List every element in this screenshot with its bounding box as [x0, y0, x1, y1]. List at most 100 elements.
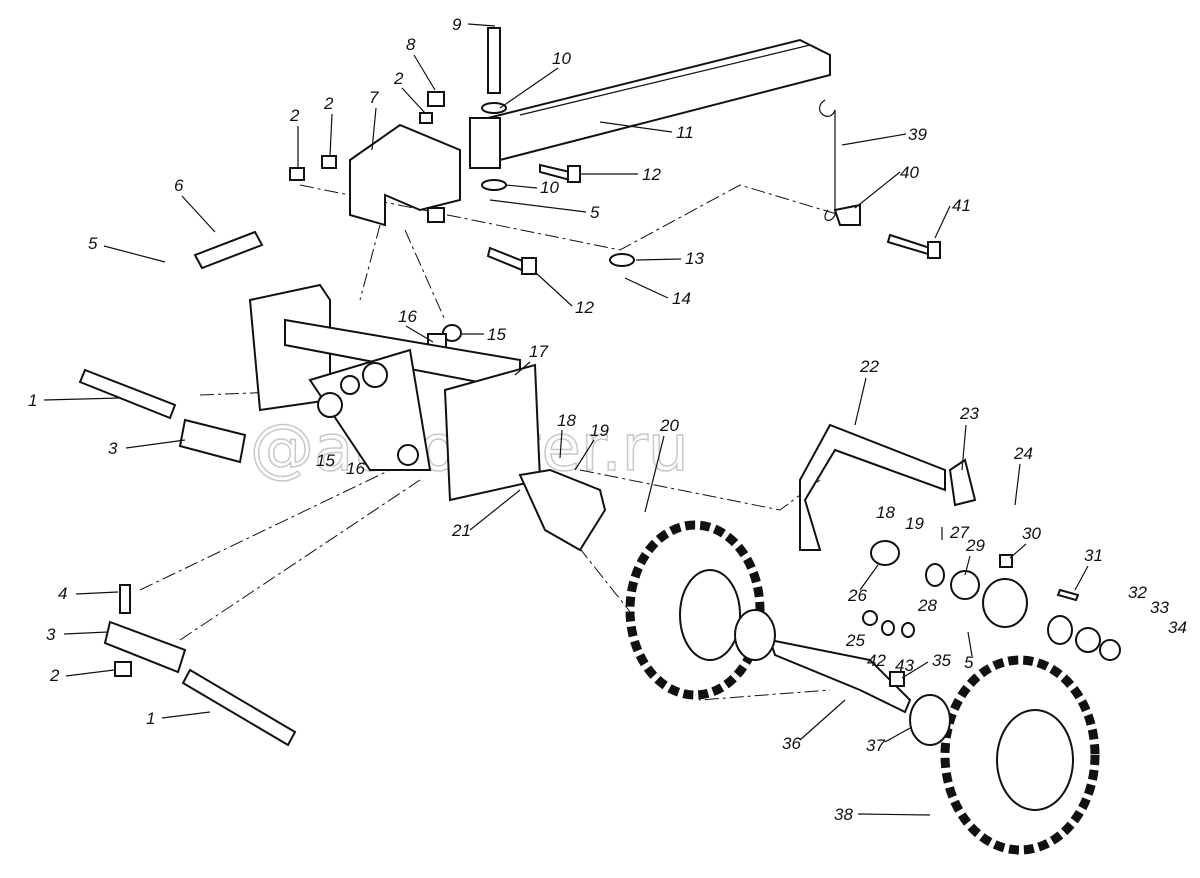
pin	[487, 27, 501, 94]
leader-line	[559, 429, 563, 459]
leader-line	[854, 171, 901, 209]
callout-18: 18	[557, 411, 576, 430]
drawbar-beam	[478, 38, 831, 162]
support-arm	[518, 468, 607, 552]
callout-25: 25	[845, 631, 865, 650]
callout-43: 43	[895, 656, 914, 675]
callout-3: 3	[46, 625, 56, 644]
callout-12: 12	[575, 298, 594, 317]
callout-42: 42	[867, 651, 886, 670]
leader-line	[901, 661, 929, 679]
mudguard-bracket	[799, 423, 946, 551]
leader-line	[859, 564, 879, 591]
leader-line	[1014, 463, 1021, 506]
leader-line	[469, 489, 521, 531]
callout-30: 30	[1022, 524, 1041, 543]
leader-line	[371, 107, 377, 151]
leader-line	[63, 631, 109, 635]
leader-line	[967, 631, 973, 657]
callout-16: 16	[346, 459, 365, 478]
leader-line	[43, 397, 121, 401]
callout-32: 32	[1128, 583, 1147, 602]
callout-37: 37	[866, 736, 885, 755]
callout-29: 29	[965, 536, 985, 555]
callout-19: 19	[590, 421, 609, 440]
leader-line	[934, 205, 951, 239]
leader-line	[857, 813, 931, 816]
callout-39: 39	[908, 125, 927, 144]
callout-12: 12	[642, 165, 661, 184]
callout-4: 4	[58, 584, 67, 603]
callout-10: 10	[552, 49, 571, 68]
leader-line	[841, 133, 907, 146]
callout-34: 34	[1168, 618, 1187, 637]
callout-13: 13	[685, 249, 704, 268]
callout-15: 15	[316, 451, 335, 470]
callout-26: 26	[847, 586, 867, 605]
leader-line	[65, 669, 115, 677]
leader-line	[635, 258, 682, 261]
callout-28: 28	[917, 596, 937, 615]
callout-31: 31	[1084, 546, 1103, 565]
callout-35: 35	[932, 651, 951, 670]
callout-18: 18	[876, 503, 895, 522]
axle-pins-left	[78, 368, 297, 747]
callout-8: 8	[406, 35, 416, 54]
callout-10: 10	[540, 178, 559, 197]
stub-axle	[768, 638, 912, 714]
callout-16: 16	[398, 307, 417, 326]
leader-line	[1009, 543, 1027, 559]
wheel-left	[625, 520, 776, 700]
callout-38: 38	[834, 805, 853, 824]
leader-line	[854, 377, 867, 426]
leader-line	[405, 325, 434, 343]
callout-40: 40	[900, 163, 919, 182]
leader-line	[514, 361, 531, 376]
callout-2: 2	[323, 94, 334, 113]
leader-line	[534, 271, 573, 307]
leader-line	[161, 711, 211, 719]
leader-line	[964, 555, 971, 576]
fasteners	[289, 91, 635, 353]
leader-line	[125, 439, 186, 449]
leader-line	[413, 54, 436, 91]
pin-6	[193, 230, 264, 270]
leader-line	[75, 591, 119, 595]
leader-line	[961, 424, 967, 471]
leader-line	[799, 699, 846, 741]
leader-line	[467, 23, 496, 27]
leader-line	[329, 113, 333, 157]
callout-1: 1	[28, 391, 37, 410]
leader-line	[574, 439, 595, 471]
callout-9: 9	[452, 15, 462, 34]
leader-line	[599, 121, 673, 133]
leader-line	[499, 67, 559, 109]
callout-36: 36	[782, 734, 801, 753]
nut-35	[889, 671, 905, 687]
callout-14: 14	[672, 289, 691, 308]
callout-22: 22	[859, 357, 879, 376]
leader-line	[181, 195, 216, 233]
callout-21: 21	[451, 521, 471, 540]
leader-line	[644, 435, 665, 513]
wheel-right	[909, 655, 1100, 855]
callout-33: 33	[1150, 598, 1169, 617]
bolts	[486, 163, 941, 275]
spring-pin	[818, 99, 836, 222]
callout-1: 1	[146, 709, 155, 728]
callout-3: 3	[108, 439, 118, 458]
callout-2: 2	[49, 666, 60, 685]
callout-2: 2	[393, 69, 404, 88]
leader-line	[884, 727, 911, 743]
callout-5: 5	[964, 653, 974, 672]
leader-line	[489, 199, 587, 213]
leader-line	[505, 184, 538, 189]
callout-23: 23	[959, 404, 979, 423]
leader-line	[624, 277, 669, 299]
clevis-bracket	[349, 123, 461, 227]
axle-frame	[248, 283, 542, 502]
hub-parts	[862, 540, 1121, 661]
